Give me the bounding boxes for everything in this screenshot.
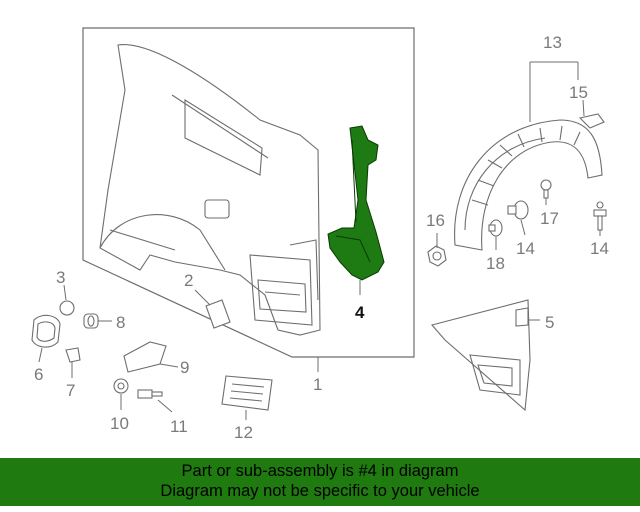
part-3-seal[interactable] [59,300,75,316]
callout-5: 5 [545,313,554,332]
part-7-clip[interactable] [65,347,81,363]
callout-18: 18 [486,254,505,273]
nut-part-16[interactable] [427,245,447,267]
callout-10: 10 [110,414,129,433]
callout-13: 13 [543,33,562,52]
part-2-bracket[interactable] [205,299,231,329]
part-11-bolt[interactable] [137,389,163,399]
callout-8: 8 [116,313,125,332]
callout-1: 1 [313,375,322,394]
screw-part-18[interactable] [488,219,503,237]
fastener-part-14-right[interactable] [593,201,607,231]
quarter-panel[interactable] [99,44,321,336]
wheelhouse-liner[interactable] [454,119,603,251]
callout-12: 12 [234,423,253,442]
callout-11: 11 [170,417,188,436]
callout-17: 17 [540,209,559,228]
callout-7: 7 [66,381,75,400]
callout-14-left: 14 [516,239,535,258]
part-8-bumper[interactable] [83,313,99,329]
callout-3: 3 [56,268,65,287]
parts-diagram: 1 2 3 6 7 8 9 10 11 12 4 5 13 15 16 17 1… [31,27,609,442]
callout-2: 2 [184,271,193,290]
footer-line-1: Part or sub-assembly is #4 in diagram [181,462,459,480]
screw-part-17[interactable] [540,179,552,199]
callout-6: 6 [34,365,43,384]
part-10-grommet[interactable] [113,378,129,394]
callout-15: 15 [569,83,588,102]
callout-4: 4 [355,303,365,322]
fastener-part-14-left[interactable] [507,200,529,220]
quarter-panel-frame [82,27,415,358]
clip-part-15[interactable] [578,113,605,129]
footer-banner: Part or sub-assembly is #4 in diagram Di… [0,458,640,506]
part-9-housing[interactable] [123,341,167,373]
inner-panel-part-5[interactable] [431,299,531,412]
callout-16: 16 [426,211,445,230]
footer-line-2: Diagram may not be specific to your vehi… [160,482,480,500]
leader-lines [38,61,601,420]
vent-part-12[interactable] [221,375,273,411]
inner-pillar-part-4[interactable] [327,125,385,281]
callout-14-right: 14 [590,239,609,258]
fuel-door-part-6[interactable] [31,314,61,348]
callout-9: 9 [180,358,189,377]
